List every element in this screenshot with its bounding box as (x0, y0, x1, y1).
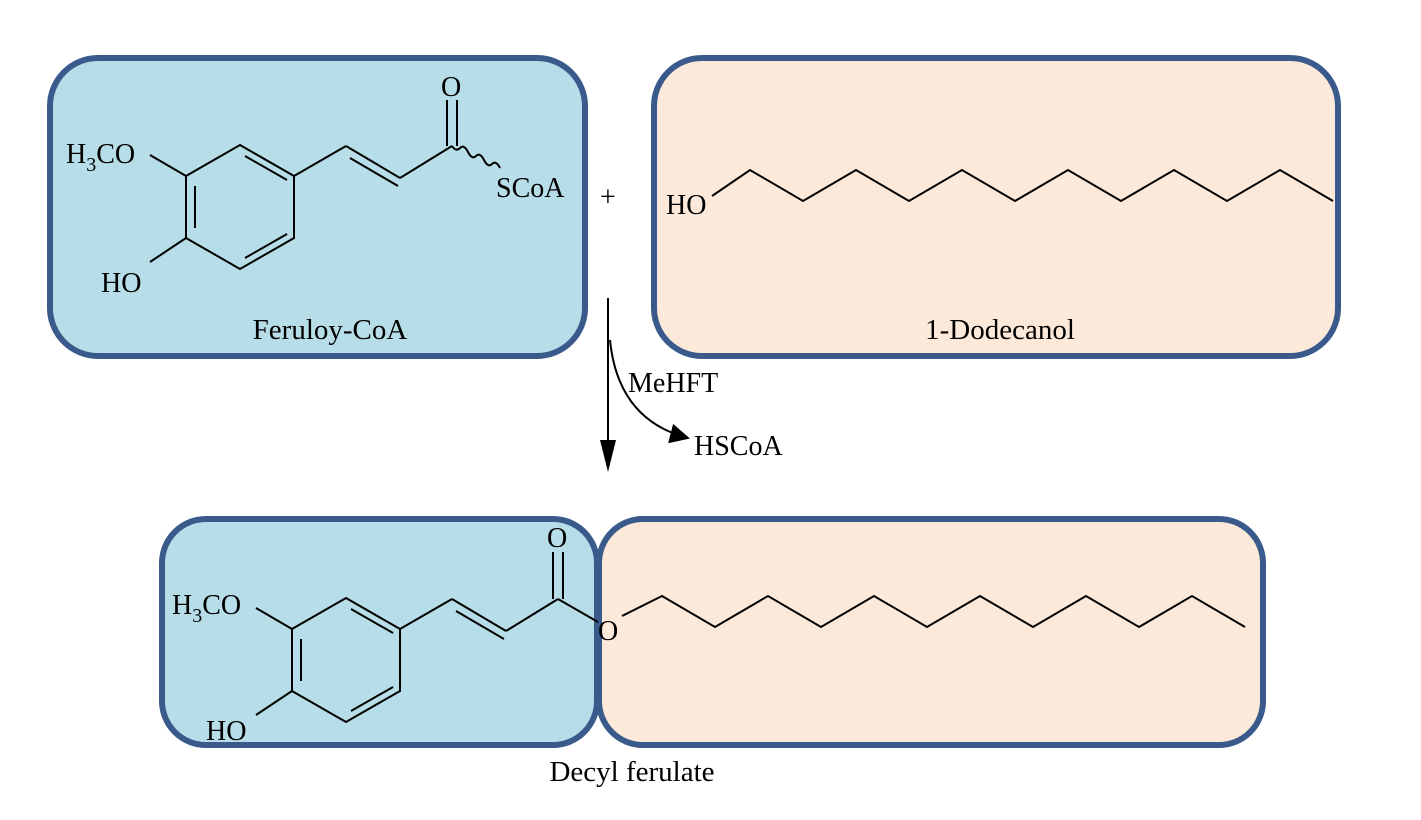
product-ferulate-box (159, 516, 600, 748)
vinyl-bond (293, 145, 347, 177)
reaction-arrowhead (600, 440, 616, 472)
byproduct-curved-arrow (609, 339, 690, 444)
product-alkyl-box (596, 516, 1266, 748)
product-alkene-double-bond (455, 610, 505, 640)
product-panel: H3CO HO O O Decyl ferulate (159, 516, 1266, 788)
thioester-label: SCoA (496, 173, 565, 204)
hydroxyl-label: HO (101, 268, 141, 299)
methoxy-label: H3CO (66, 139, 135, 176)
ester-bond (557, 598, 599, 623)
dodecanol-box (651, 55, 1341, 359)
byproduct-label: HSCoA (694, 431, 783, 462)
product-ring-inner-bond (350, 686, 394, 712)
alkyl-chain (711, 168, 1334, 203)
carbonyl-link (399, 145, 453, 179)
product-hydroxyl-label: HO (206, 716, 246, 747)
ring-inner-bond (244, 233, 288, 259)
product-name: Decyl ferulate (549, 756, 714, 788)
carbonyl-oxygen-label: O (441, 72, 461, 103)
product-alkyl-chain (621, 594, 1246, 629)
ester-oxygen-label: O (598, 616, 618, 647)
product-hydroxy-bond (255, 690, 293, 716)
feruloyl-coa-panel: H3CO HO O SCoA Feruloy-CoA (47, 55, 588, 359)
plus-sign: + (600, 182, 616, 213)
product-ring-inner-bond (350, 608, 394, 634)
hydroxy-bond (149, 237, 187, 263)
enzyme-label: MeHFT (628, 368, 718, 399)
product-methoxy-bond (255, 607, 293, 630)
methoxy-bond (149, 154, 187, 177)
feruloyl-coa-box (47, 55, 588, 359)
alkene-double-bond (349, 157, 399, 187)
product-vinyl-bond (399, 598, 453, 630)
alkene-bond (345, 145, 401, 179)
product-carbonyl-oxygen-label: O (547, 523, 567, 554)
dodecanol-name: 1-Dodecanol (925, 314, 1075, 346)
ring-inner-bond (244, 155, 288, 181)
product-methoxy-label: H3CO (172, 590, 241, 627)
dodecanol-hydroxyl-label: HO (666, 190, 706, 221)
reaction-arrow-group: MeHFT HSCoA (600, 298, 783, 472)
product-alkene-bond (451, 598, 507, 632)
feruloyl-coa-name: Feruloy-CoA (253, 314, 408, 346)
wavy-bond (451, 145, 501, 169)
dodecanol-panel: HO 1-Dodecanol (651, 55, 1341, 359)
product-carbonyl-link (505, 598, 559, 632)
